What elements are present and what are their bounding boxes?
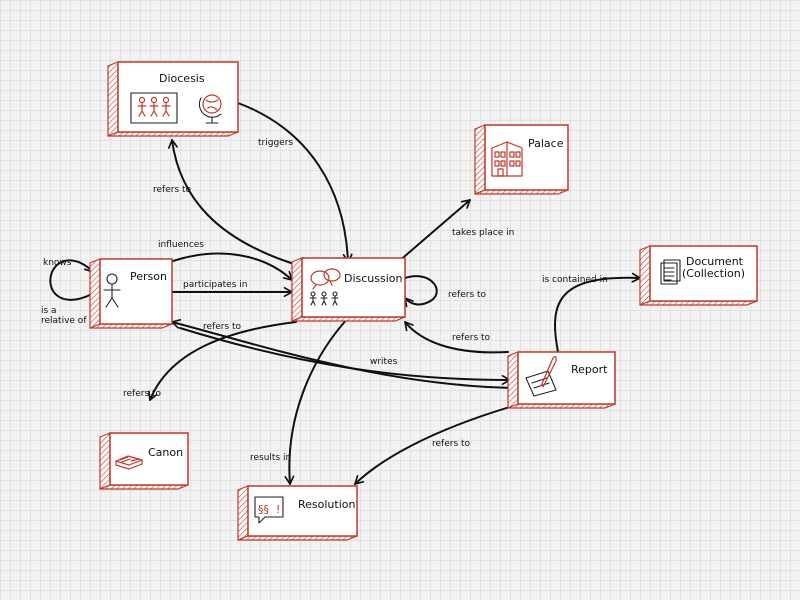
document-stack-icon bbox=[660, 259, 681, 285]
edge-label-relative-line1: is a bbox=[41, 306, 57, 316]
edge-discussion-refers-to-canon[interactable] bbox=[148, 321, 297, 401]
node-label-report: Report bbox=[571, 363, 608, 376]
edge-label-is-contained-in: is contained in bbox=[542, 275, 608, 285]
edge-report-refers-to-person[interactable] bbox=[171, 319, 513, 389]
open-book-icon bbox=[115, 455, 143, 470]
edge-label-refers-to-report-discussion: refers to bbox=[452, 333, 491, 343]
edge-label-knows: knows bbox=[43, 258, 72, 268]
speech-bubbles-group-icon bbox=[309, 268, 341, 306]
node-canon[interactable]: Canon bbox=[99, 432, 189, 490]
edge-results-in[interactable] bbox=[284, 317, 349, 485]
edge-label-results-in: results in bbox=[250, 453, 291, 463]
edge-label-self-refers-to: refers to bbox=[448, 290, 487, 300]
edge-is-contained-in[interactable] bbox=[554, 272, 641, 353]
edge-knows[interactable] bbox=[49, 259, 94, 301]
edge-label-takes-place-in: takes place in bbox=[452, 228, 514, 238]
node-label-person: Person bbox=[130, 270, 167, 283]
node-diocesis[interactable]: Diocesis bbox=[107, 61, 239, 137]
edge-label-refers-to-diocesis: refers to bbox=[153, 185, 192, 195]
paragraph-alert-icon: §§ ! bbox=[254, 496, 284, 524]
edge-label-participates-in: participates in bbox=[183, 280, 247, 290]
edge-report-refers-to-discussion[interactable] bbox=[404, 321, 509, 354]
edge-report-refers-to-resolution[interactable] bbox=[354, 403, 521, 485]
edge-label-refers-to-resolution: refers to bbox=[432, 439, 471, 449]
node-resolution[interactable]: Resolution §§ ! bbox=[237, 485, 358, 541]
paper-quill-icon bbox=[525, 355, 557, 397]
edge-discussion-self-refers-to[interactable] bbox=[404, 275, 438, 308]
globe-icon bbox=[198, 94, 222, 124]
edges bbox=[49, 102, 641, 485]
node-discussion[interactable]: Discussion bbox=[291, 257, 406, 322]
node-palace[interactable]: Palace bbox=[474, 124, 569, 195]
edge-triggers[interactable] bbox=[237, 102, 353, 263]
building-icon bbox=[491, 141, 523, 177]
edge-label-triggers: triggers bbox=[258, 138, 293, 148]
edge-takes-place-in[interactable] bbox=[397, 199, 471, 263]
node-person[interactable]: Person bbox=[89, 258, 173, 329]
edge-discussion-refers-to-diocesis[interactable] bbox=[168, 139, 295, 265]
edge-label-relative-line2: relative of bbox=[41, 316, 87, 326]
node-label-resolution: Resolution bbox=[298, 498, 356, 511]
svg-text:§§: §§ bbox=[258, 503, 269, 516]
node-label-document: Document bbox=[686, 255, 744, 268]
node-document[interactable]: Document (Collection) bbox=[639, 245, 758, 306]
node-label-palace: Palace bbox=[528, 137, 564, 150]
svg-text:!: ! bbox=[276, 503, 280, 516]
people-board-icon bbox=[130, 92, 178, 124]
stick-figure-icon bbox=[103, 273, 121, 308]
edge-label-refers-to-person: refers to bbox=[203, 322, 242, 332]
node-label-discussion: Discussion bbox=[344, 272, 403, 285]
edge-label-writes: writes bbox=[370, 357, 398, 367]
edge-influences[interactable] bbox=[169, 252, 293, 281]
node-label-diocesis: Diocesis bbox=[159, 72, 205, 85]
edge-label-refers-to-canon: refers to bbox=[123, 389, 162, 399]
edge-labels: triggers refers to takes place in influe… bbox=[41, 138, 608, 463]
edge-label-influences: influences bbox=[158, 240, 204, 250]
node-label-document-collection: (Collection) bbox=[682, 267, 745, 280]
node-label-canon: Canon bbox=[148, 446, 183, 459]
node-report[interactable]: Report bbox=[507, 351, 616, 409]
